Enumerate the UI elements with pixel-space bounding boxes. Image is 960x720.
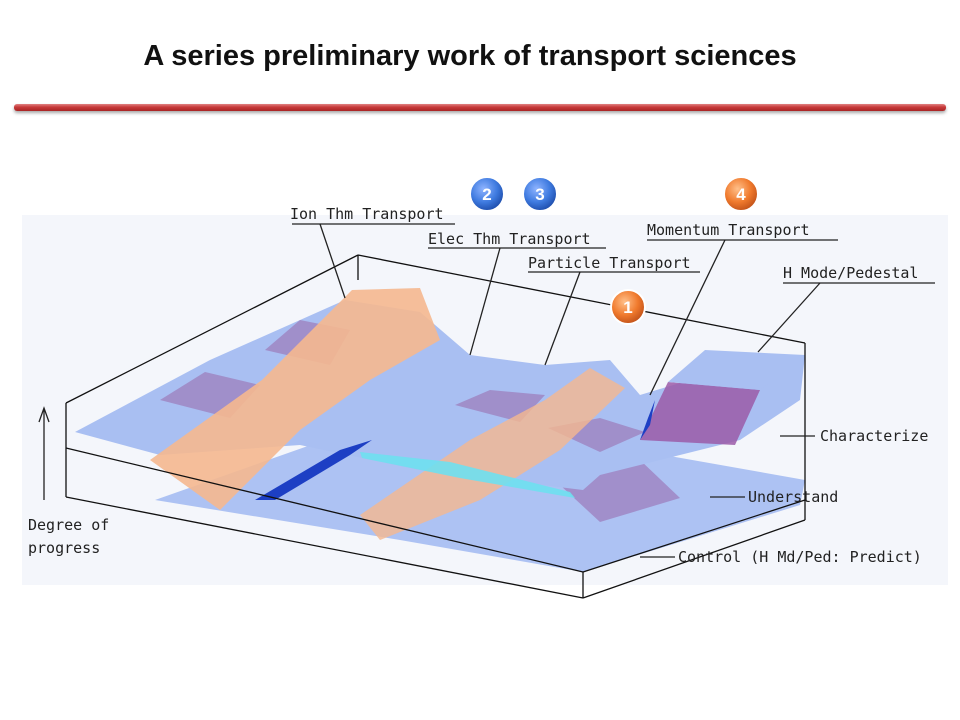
- marker-1: 1: [610, 289, 646, 325]
- label-characterize: Characterize: [820, 427, 928, 445]
- cyan-streak: [360, 452, 575, 498]
- box-front-edges: [65, 343, 806, 599]
- hmode-top: [668, 350, 805, 390]
- label-ion-thm-transport: Ion Thm Transport: [290, 205, 444, 223]
- particle-ridge: [360, 368, 625, 540]
- hmode-block: [640, 382, 760, 445]
- label-degree-of: Degree of: [28, 516, 109, 534]
- label-particle-transport: Particle Transport: [528, 254, 691, 272]
- marker-3: 3: [522, 176, 558, 212]
- label-control: Control (H Md/Ped: Predict): [678, 548, 922, 566]
- label-progress: progress: [28, 539, 100, 557]
- blue-spike-right: [640, 400, 655, 440]
- leader-lines: [292, 223, 935, 558]
- label-momentum-transport: Momentum Transport: [647, 221, 810, 239]
- svg-text:3: 3: [535, 185, 544, 204]
- axis-arrow: [38, 406, 50, 500]
- slide-title: A series preliminary work of transport s…: [143, 40, 797, 72]
- blue-spike-left: [255, 440, 372, 500]
- title-rule: [14, 104, 946, 111]
- marker-2: 2: [469, 176, 505, 212]
- label-understand: Understand: [748, 488, 838, 506]
- svg-text:1: 1: [623, 298, 632, 317]
- lower-purple-band: [560, 460, 680, 522]
- label-h-mode-pedestal: H Mode/Pedestal: [783, 264, 918, 282]
- label-elec-thm-transport: Elec Thm Transport: [428, 230, 591, 248]
- svg-text:4: 4: [736, 185, 746, 204]
- box-outline: [65, 254, 806, 404]
- ion-ridge: [150, 288, 440, 510]
- svg-text:2: 2: [482, 185, 491, 204]
- marker-4: 4: [723, 176, 759, 212]
